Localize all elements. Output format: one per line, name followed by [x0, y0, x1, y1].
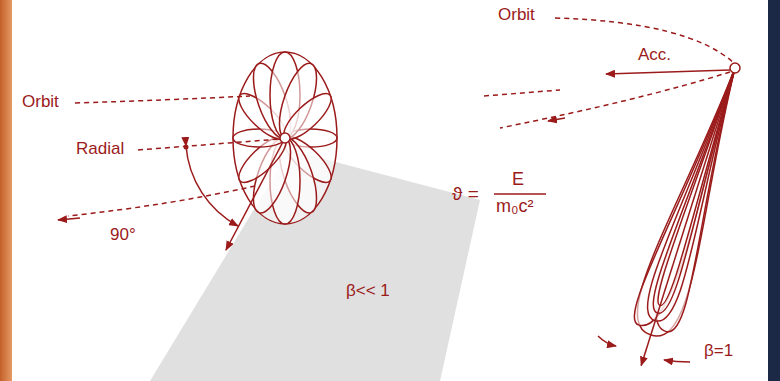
formula-numerator: E	[512, 170, 524, 190]
electron	[730, 63, 740, 73]
edge-strip	[768, 0, 780, 381]
forward-lobe	[619, 61, 758, 373]
fraction-bar	[494, 193, 546, 195]
dipole-pattern	[232, 52, 337, 224]
radial-label: Radial	[76, 140, 124, 159]
acceleration-label: Acc.	[638, 46, 671, 65]
velocity-label: β=1	[704, 342, 733, 361]
electron	[280, 133, 290, 143]
right-orbit	[484, 18, 735, 128]
orbit-label: Orbit	[22, 93, 59, 112]
left-orbit	[58, 96, 285, 250]
radial-dot	[184, 145, 189, 150]
edge-strip	[0, 0, 12, 381]
angle-marker	[598, 336, 690, 362]
velocity-label: β<< 1	[346, 282, 390, 301]
formula-denominator: m₀c²	[496, 197, 533, 217]
orbit-label: Orbit	[498, 6, 535, 25]
formula-symbol: ϑ =	[452, 184, 479, 205]
angle-label: 90°	[110, 226, 136, 245]
